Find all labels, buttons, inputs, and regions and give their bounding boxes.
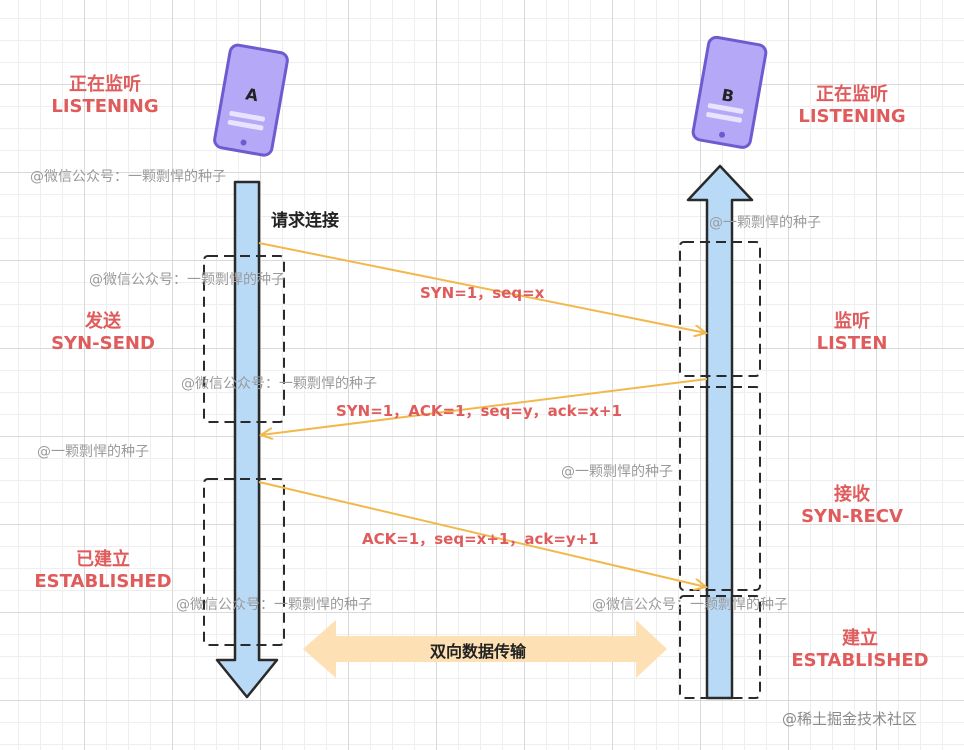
state-box-established-a: [203, 478, 285, 646]
watermark: @微信公众号：一颗剽悍的种子: [89, 272, 285, 288]
syn-message-label: SYN=1，seq=x: [420, 284, 545, 302]
state-a-established-cn: 已建立: [76, 549, 130, 570]
state-b-syn-recv-cn: 接收: [834, 484, 870, 505]
watermark: @一颗剽悍的种子: [709, 215, 821, 231]
device-a-label: A: [244, 84, 260, 105]
state-a-syn-send: 发送 SYN-SEND: [38, 311, 168, 355]
state-box-syn-send: [203, 255, 285, 423]
syn-ack-message-label: SYN=1，ACK=1，seq=y，ack=x+1: [336, 402, 622, 420]
state-a-listening-cn: 正在监听: [69, 74, 141, 95]
state-a-listening: 正在监听 LISTENING: [40, 74, 170, 118]
state-b-established-cn: 建立: [842, 628, 878, 649]
phone-a-icon: A: [213, 43, 289, 157]
request-connection-label: 请求连接: [271, 211, 339, 231]
state-b-established: 建立 ESTABLISHED: [785, 628, 935, 672]
state-a-listening-en: LISTENING: [51, 96, 159, 117]
state-b-established-en: ESTABLISHED: [791, 650, 929, 671]
state-b-listening-cn: 正在监听: [816, 84, 888, 105]
state-a-syn-send-en: SYN-SEND: [51, 333, 155, 354]
ack-arrow: [258, 481, 706, 587]
bidirectional-label: 双向数据传输: [430, 642, 527, 661]
watermark: @一颗剽悍的种子: [561, 464, 673, 480]
state-b-syn-recv-en: SYN-RECV: [801, 506, 903, 527]
state-b-syn-recv: 接收 SYN-RECV: [787, 484, 917, 528]
state-a-syn-send-cn: 发送: [85, 311, 121, 332]
watermark: @一颗剽悍的种子: [37, 444, 149, 460]
phone-b-icon: B: [691, 35, 768, 149]
watermark: @微信公众号：一颗剽悍的种子: [592, 597, 788, 613]
device-b-label: B: [720, 85, 735, 106]
state-b-listen-en: LISTEN: [816, 333, 888, 354]
bidirectional-arrow: [303, 620, 667, 678]
state-a-established: 已建立 ESTABLISHED: [28, 549, 178, 593]
footer-credit: @稀土掘金技术社区: [782, 710, 918, 728]
state-box-established-b: [679, 595, 761, 699]
watermark: @微信公众号：一颗剽悍的种子: [176, 597, 372, 613]
watermark: @微信公众号：一颗剽悍的种子: [30, 169, 226, 185]
state-box-syn-recv: [679, 386, 761, 591]
ack-message-label: ACK=1，seq=x+1，ack=y+1: [362, 530, 599, 548]
state-b-listen-cn: 监听: [834, 311, 870, 332]
state-a-established-en: ESTABLISHED: [34, 571, 172, 592]
watermark: @微信公众号：一颗剽悍的种子: [181, 376, 377, 392]
state-box-listen: [679, 241, 761, 377]
state-b-listen: 监听 LISTEN: [787, 311, 917, 355]
syn-arrow: [258, 242, 706, 333]
syn-ack-arrow: [261, 378, 708, 435]
state-b-listening-en: LISTENING: [798, 106, 906, 127]
timeline-a-arrow: [215, 180, 279, 699]
timeline-b-arrow: [686, 164, 754, 700]
state-b-listening: 正在监听 LISTENING: [787, 84, 917, 128]
